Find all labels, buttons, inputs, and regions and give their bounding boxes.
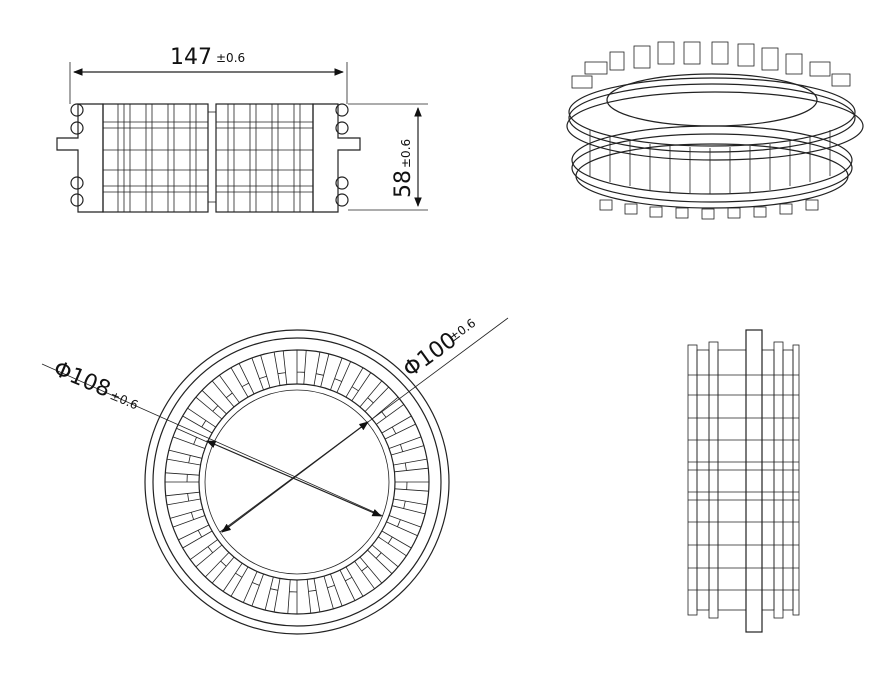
stator-tooth <box>339 566 364 601</box>
stator-tooth <box>273 350 288 386</box>
stator-tooth <box>388 436 425 456</box>
right-core-block <box>215 103 314 213</box>
left-core-block <box>102 103 209 213</box>
stator-tooth <box>165 472 200 483</box>
right-housing-section <box>312 103 361 213</box>
outer-ring <box>144 329 450 635</box>
inner-diameter-tolerance: ±0.6 <box>446 316 478 344</box>
stator-tooth <box>392 498 428 515</box>
stator-tooth <box>264 577 281 613</box>
plan-view: Φ108 ±0.6 Φ100 ±0.6 <box>41 316 509 635</box>
width-dimension-value: 147 <box>170 45 212 70</box>
stator-tooth <box>354 556 383 590</box>
stator-tooth <box>313 351 330 387</box>
stator-tooth <box>211 374 240 408</box>
stator-tooth <box>222 562 249 597</box>
stator-tooth <box>345 367 372 402</box>
stator-tooth <box>242 571 264 607</box>
stator-tooth <box>386 515 422 537</box>
stator-tooth <box>367 544 399 574</box>
stator-tooth <box>251 354 271 391</box>
stator-tooth <box>189 539 223 568</box>
width-dimension-tolerance: ±0.6 <box>216 51 245 65</box>
stator-tooth <box>165 491 201 506</box>
side-view-center-plate <box>745 329 763 633</box>
stator-tooth <box>394 481 429 492</box>
stator-tooth <box>178 524 213 549</box>
stator-tooth <box>182 407 217 434</box>
height-dimension-value: 58 <box>391 170 416 198</box>
inner-bore <box>198 383 396 581</box>
outer-diameter-tolerance: ±0.6 <box>108 388 140 412</box>
stator-tooth <box>377 530 412 557</box>
outer-diameter-value: Φ108 <box>50 357 114 403</box>
stator-tooth <box>323 573 343 610</box>
height-dimension-tolerance: ±0.6 <box>399 139 413 168</box>
stator-teeth <box>165 350 429 614</box>
stator-tooth <box>230 363 255 398</box>
stator-tooth <box>330 357 352 393</box>
stator-tooth <box>371 396 405 425</box>
stator-tooth <box>306 578 321 614</box>
seal-rings <box>70 103 349 207</box>
stator-tooth <box>169 508 206 528</box>
center-gap <box>207 111 217 203</box>
inner-diameter-dimension <box>221 421 369 533</box>
left-housing-section <box>56 103 104 213</box>
side-view <box>687 329 800 633</box>
stator-tooth <box>359 380 389 412</box>
stator-tooth <box>195 390 227 420</box>
stator-tooth <box>381 415 416 440</box>
isometric-view <box>566 41 864 220</box>
stator-tooth <box>166 449 202 466</box>
stator-tooth <box>205 552 235 584</box>
stator-tooth <box>296 350 307 385</box>
section-view: 147 ±0.6 58 ±0.6 <box>56 45 428 213</box>
stator-tooth <box>172 427 208 449</box>
stator-tooth <box>393 458 429 473</box>
stator-tooth <box>287 579 298 614</box>
